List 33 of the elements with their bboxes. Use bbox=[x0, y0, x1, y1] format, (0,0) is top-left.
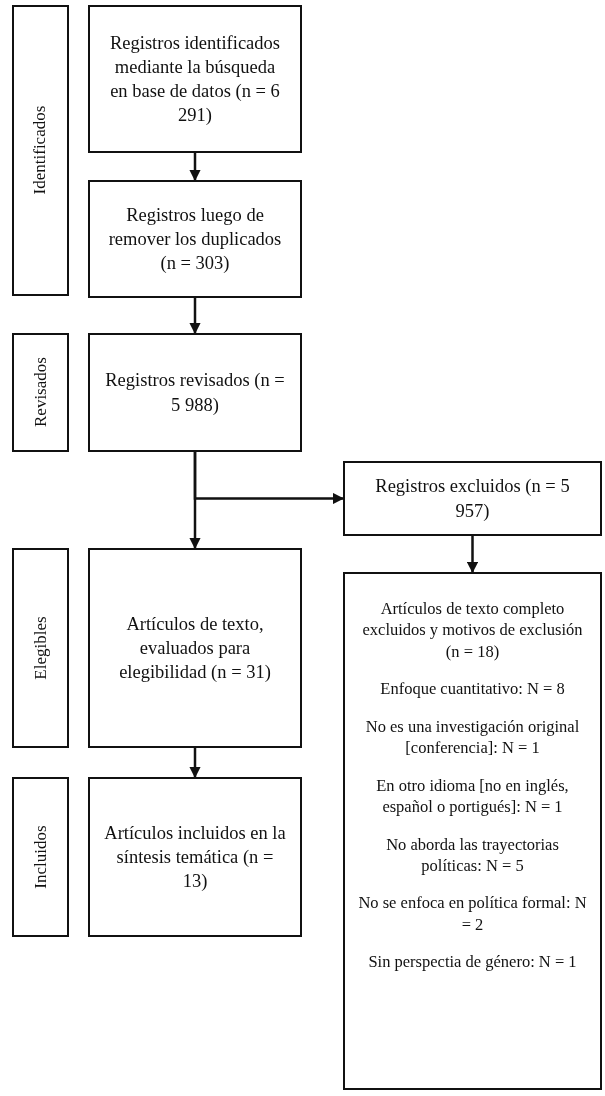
phase-label: Elegibles bbox=[29, 616, 51, 680]
phase-label-box bbox=[12, 333, 69, 452]
process-box bbox=[343, 572, 602, 1090]
exclusion-reason: En otro idioma [no en inglés, español o portigués]: N = 1 bbox=[375, 774, 570, 818]
box-text: Artículos incluidos en la síntesis temática (n = 13) bbox=[104, 821, 286, 893]
exclusion-reason: No es una investigación original [conferencia]: N = 1 bbox=[364, 715, 581, 759]
exclusion-reason: Sin perspectia de género: N = 1 bbox=[368, 951, 577, 973]
phase-label-box bbox=[12, 777, 69, 937]
exclusion-reason: No se enfoca en política formal: N = 2 bbox=[357, 892, 588, 936]
arrow bbox=[189, 298, 201, 335]
arrow bbox=[466, 536, 479, 574]
process-box bbox=[88, 777, 302, 937]
box-heading: Artículos de texto completo excluidos y motivos de exclusión (n = 18) bbox=[361, 598, 584, 663]
process-box bbox=[343, 461, 602, 536]
exclusion-reason: No aborda las trayectorias políticas: N = 5 bbox=[385, 833, 560, 877]
phase-label-box bbox=[12, 5, 69, 296]
phase-label-box bbox=[12, 548, 69, 748]
arrow bbox=[189, 153, 201, 182]
process-box bbox=[88, 180, 302, 298]
phase-label: Revisados bbox=[29, 357, 51, 428]
box-text: Registros luego de remover los duplicados (n = 303) bbox=[107, 203, 283, 275]
arrow bbox=[193, 452, 345, 505]
phase-label: Identificados bbox=[29, 106, 51, 195]
box-text: Registros identificados mediante la búsqueda en base de datos (n = 6 291) bbox=[108, 31, 282, 128]
box-text: Registros excluidos (n = 5 957) bbox=[374, 475, 571, 523]
phase-label: Incluidos bbox=[29, 825, 51, 889]
box-text: Registros revisados (n = 5 988) bbox=[104, 369, 286, 417]
process-box bbox=[88, 5, 302, 153]
process-box bbox=[88, 333, 302, 452]
exclusion-reason: Enfoque cuantitativo: N = 8 bbox=[380, 678, 565, 700]
process-box bbox=[88, 548, 302, 748]
box-text: Artículos de texto, evaluados para elegibilidad (n = 31) bbox=[118, 612, 272, 684]
arrow bbox=[189, 748, 201, 779]
